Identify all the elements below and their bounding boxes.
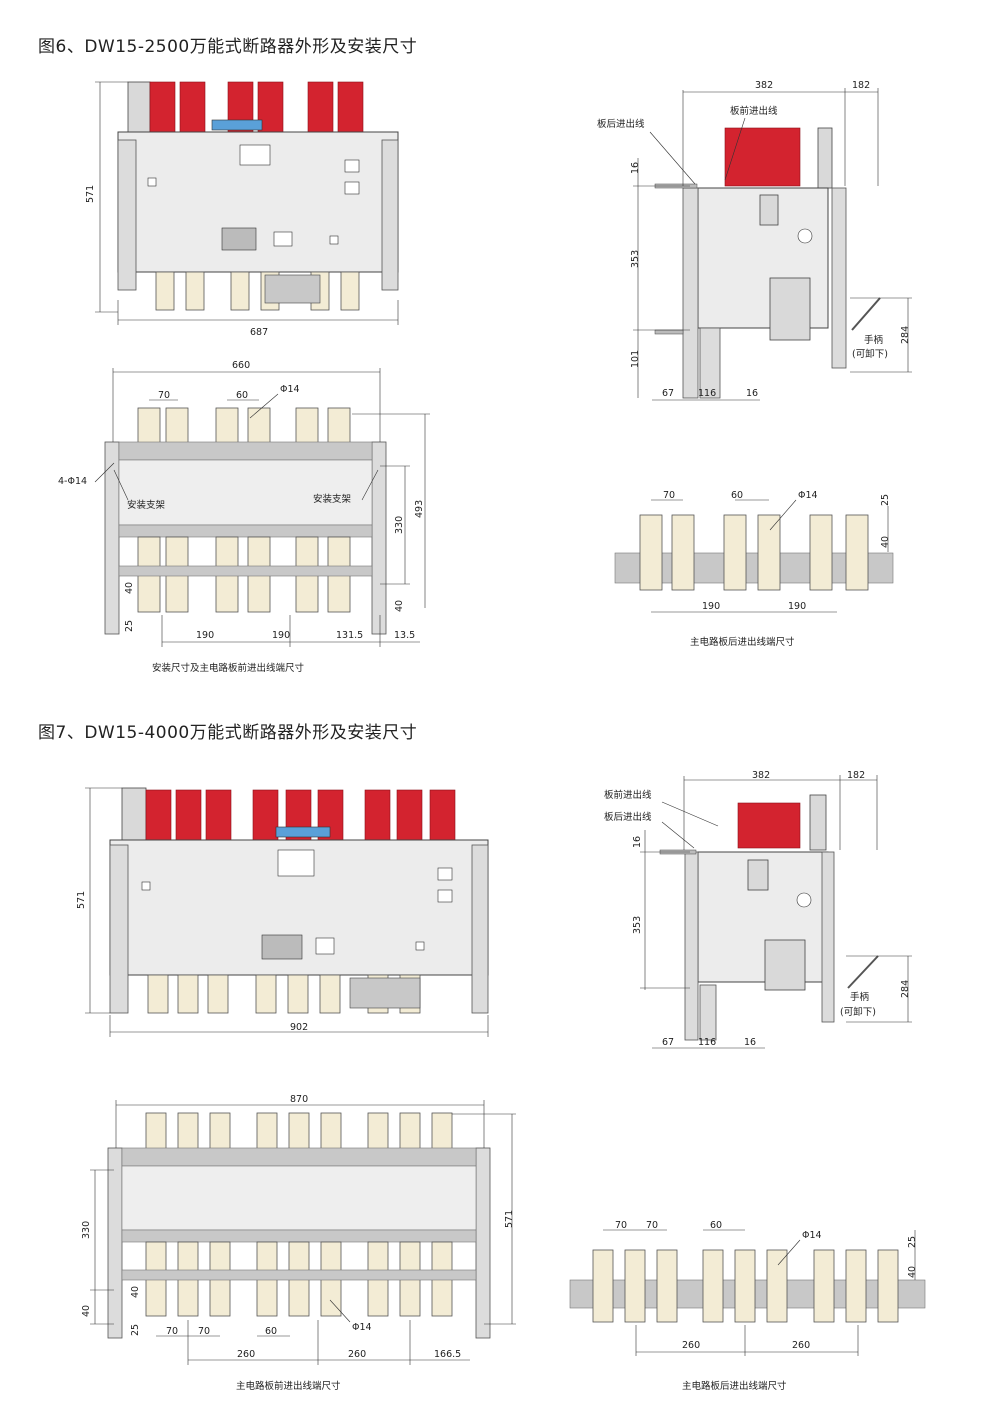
fig6-mount-v25: 25	[124, 620, 135, 632]
fig6-rear-25: 25	[880, 494, 891, 506]
fig6-mount-660: 660	[232, 360, 250, 371]
fig6-mount-135: 13.5	[394, 630, 415, 641]
fig6-rear-phi14: Φ14	[798, 490, 818, 501]
fig6-mount-190b: 190	[272, 630, 290, 641]
fig7-mount-v25: 25	[130, 1324, 141, 1336]
fig7-b67: 67	[662, 1037, 674, 1048]
fig6-rear-caption: 主电路板后进出线端尺寸	[690, 636, 795, 648]
fig7-mount-260b: 260	[348, 1349, 366, 1360]
fig6-handle2: (可卸下)	[852, 348, 888, 360]
fig7-mount-1665: 166.5	[434, 1349, 461, 1360]
fig7-handle2: (可卸下)	[840, 1006, 876, 1018]
fig7-mount-v40b: 40	[130, 1286, 141, 1298]
fig7-mount-phi14: Φ14	[352, 1322, 372, 1333]
fig6-bracket-left: 安装支架	[127, 499, 166, 511]
fig6-width-dim: 687	[250, 327, 268, 338]
fig7-side-382: 382	[752, 770, 770, 781]
fig7-rear-260a: 260	[682, 1340, 700, 1351]
fig7-front-view	[85, 787, 489, 1037]
fig6-b16: 16	[746, 388, 758, 399]
fig6-rear-60: 60	[731, 490, 743, 501]
fig6-bracket-right: 安装支架	[313, 493, 352, 505]
fig7-rear-40: 40	[907, 1266, 918, 1278]
fig6-rear-40: 40	[880, 536, 891, 548]
fig7-v353: 353	[632, 916, 643, 934]
fig7-rear-view	[569, 1229, 926, 1356]
fig6-b116: 116	[698, 388, 716, 399]
fig6-side-view	[633, 88, 912, 401]
fig7-mount-571: 571	[504, 1210, 515, 1228]
fig6-mount-v40b: 40	[394, 600, 405, 612]
fig7-mount-70b: 70	[198, 1326, 210, 1337]
fig7-mount-caption: 主电路板前进出线端尺寸	[236, 1380, 341, 1392]
fig6-side-382: 382	[755, 80, 773, 91]
fig7-mount-870: 870	[290, 1094, 308, 1105]
fig7-rear-70b: 70	[646, 1220, 658, 1231]
fig6-mount-caption: 安装尺寸及主电路板前进出线端尺寸	[152, 662, 305, 674]
fig6-front-view	[95, 81, 399, 325]
fig7-height-dim: 571	[76, 891, 87, 909]
fig7-side-182: 182	[847, 770, 865, 781]
fig7-rear-label: 板后进出线	[604, 811, 652, 823]
fig7-rear-60: 60	[710, 1220, 722, 1231]
fig7-h284: 284	[900, 980, 911, 998]
fig6-v101: 101	[630, 350, 641, 368]
fig6-mount-phi14: Φ14	[280, 384, 300, 395]
fig6-title: 图6、DW15-2500万能式断路器外形及安装尺寸	[38, 37, 418, 57]
fig6-rear-190a: 190	[702, 601, 720, 612]
fig6-mount-493: 493	[414, 500, 425, 518]
fig6-b67: 67	[662, 388, 674, 399]
fig7-rear-70a: 70	[615, 1220, 627, 1231]
fig7-v16: 16	[632, 836, 643, 848]
fig6-mount-60: 60	[236, 390, 248, 401]
fig6-rear-view	[614, 499, 894, 613]
fig7-rear-caption: 主电路板后进出线端尺寸	[682, 1380, 787, 1392]
fig6-v16: 16	[630, 162, 641, 174]
fig6-mount-v40a: 40	[124, 582, 135, 594]
fig7-b116: 116	[698, 1037, 716, 1048]
fig7-rear-260b: 260	[792, 1340, 810, 1351]
fig7-rear-phi14: Φ14	[802, 1230, 822, 1241]
fig7-front-label: 板前进出线	[604, 789, 652, 801]
fig7-mount-260a: 260	[237, 1349, 255, 1360]
fig6-mount-190a: 190	[196, 630, 214, 641]
fig7-rear-25: 25	[907, 1236, 918, 1248]
fig6-rear-190b: 190	[788, 601, 806, 612]
fig6-mount-view	[94, 368, 430, 647]
fig6-mount-holes: 4-Φ14	[58, 476, 87, 487]
fig6-side-182: 182	[852, 80, 870, 91]
fig6-height-dim: 571	[85, 185, 96, 203]
fig7-mount-330: 330	[81, 1221, 92, 1239]
fig6-h284: 284	[900, 326, 911, 344]
fig6-mount-1315: 131.5	[336, 630, 363, 641]
fig7-mount-v40: 40	[81, 1305, 92, 1317]
fig6-rear-label: 板后进出线	[597, 118, 645, 130]
fig7-mount-view	[90, 1100, 516, 1365]
fig7-title: 图7、DW15-4000万能式断路器外形及安装尺寸	[38, 723, 418, 743]
fig7-side-view	[640, 775, 912, 1049]
fig6-mount-70: 70	[158, 390, 170, 401]
fig6-front-label: 板前进出线	[730, 105, 778, 117]
fig7-width-dim: 902	[290, 1022, 308, 1033]
fig6-v353: 353	[630, 250, 641, 268]
fig7-mount-70a: 70	[166, 1326, 178, 1337]
fig6-handle: 手柄	[864, 334, 883, 346]
fig6-mount-330: 330	[394, 516, 405, 534]
fig7-b16: 16	[744, 1037, 756, 1048]
fig6-rear-70: 70	[663, 490, 675, 501]
fig7-mount-60: 60	[265, 1326, 277, 1337]
fig7-handle: 手柄	[850, 991, 869, 1003]
